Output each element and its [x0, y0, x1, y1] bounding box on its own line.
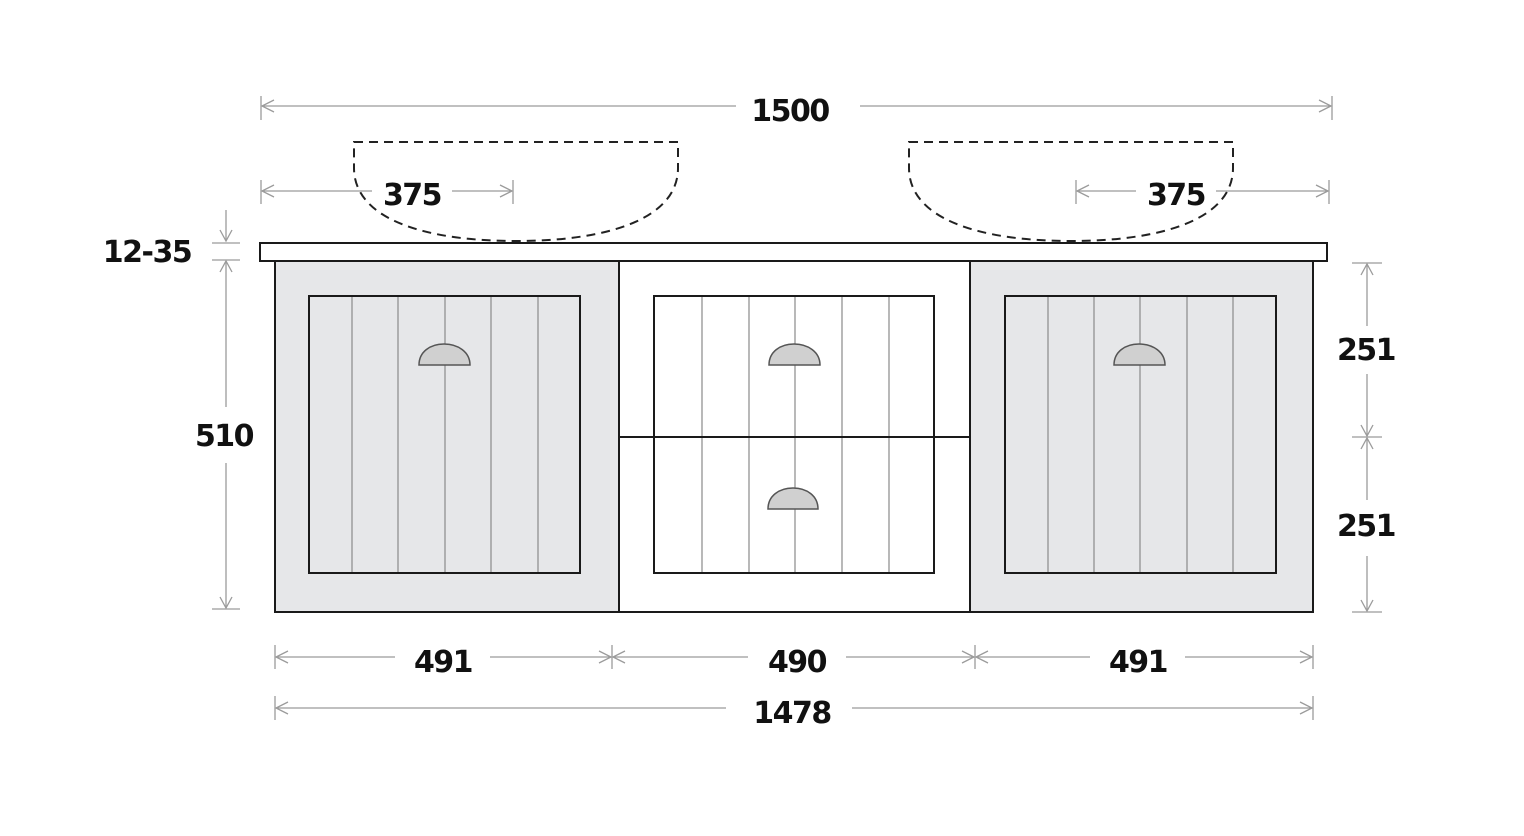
- label-right-door-width: 491: [1109, 645, 1167, 680]
- dim-drawer-heights: 251 251: [1337, 262, 1397, 613]
- dim-top-width: 1500: [260, 94, 1333, 129]
- dim-basin-left: 375: [260, 178, 514, 213]
- dim-basin-right: 375: [1075, 178, 1330, 213]
- dim-cabinet-height: 510: [195, 259, 255, 610]
- bottom-drawer-handle: [767, 487, 819, 510]
- dim-benchtop-thickness: 12-35: [103, 210, 240, 270]
- dim-cabinet-width: 1478: [274, 696, 1314, 731]
- left-door-grooves: [351, 297, 539, 572]
- left-door-handle: [418, 343, 471, 366]
- benchtop: [259, 242, 1328, 262]
- label-basin-left: 375: [383, 178, 441, 213]
- middle-drawer-grooves: [701, 297, 890, 572]
- right-door-grooves: [1047, 297, 1234, 572]
- label-cabinet-height: 510: [195, 419, 254, 454]
- label-cabinet-width: 1478: [753, 696, 831, 731]
- basin-left: [353, 141, 679, 243]
- label-drawer-bottom-height: 251: [1337, 509, 1395, 544]
- label-benchtop-thickness: 12-35: [103, 235, 191, 270]
- basin-right: [908, 141, 1234, 243]
- label-middle-width: 490: [768, 645, 827, 680]
- dim-section-widths: 491 490 491: [274, 645, 1314, 680]
- label-basin-right: 375: [1147, 178, 1205, 213]
- middle-drawer-inset: [653, 295, 935, 574]
- top-drawer-handle: [768, 343, 821, 366]
- label-left-door-width: 491: [414, 645, 472, 680]
- label-top-width: 1500: [751, 94, 829, 129]
- right-door-handle: [1113, 343, 1166, 366]
- label-drawer-top-height: 251: [1337, 333, 1395, 368]
